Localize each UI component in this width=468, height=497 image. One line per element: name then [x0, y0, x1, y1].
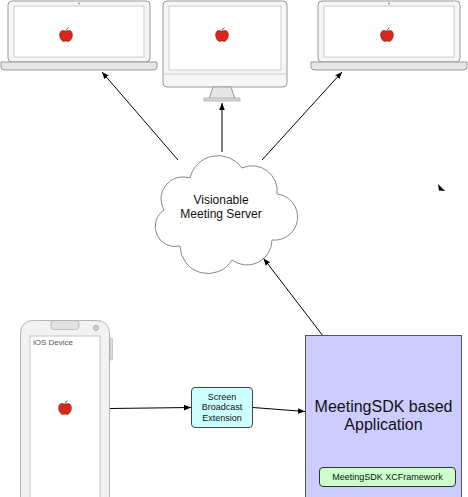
node-label: Visionable Meeting Server: [174, 194, 269, 222]
laptop-illustration: [311, 1, 467, 70]
cloud-shape: [155, 156, 297, 274]
fanout-arrow: [102, 72, 178, 160]
desktop-chin: [163, 74, 287, 75]
phone-button: [110, 338, 113, 360]
desktop-screen: [169, 6, 281, 70]
cursor-mark: [438, 184, 445, 191]
desktop-stand: [209, 87, 235, 99]
apple-body: [216, 30, 229, 41]
apple-stem: [222, 28, 224, 32]
phone-camera: [94, 326, 99, 331]
apple-icon: [60, 28, 73, 42]
desktop-foot: [204, 98, 240, 101]
apple-body: [60, 30, 73, 41]
ios-device: iOS Device: [20, 320, 110, 497]
apple-stem: [66, 28, 68, 32]
apple-stem: [387, 28, 389, 32]
laptop-base: [311, 62, 467, 70]
laptop-camera: [388, 3, 390, 5]
flow-arrow: [253, 408, 305, 412]
phone-body: [21, 321, 110, 497]
fanout-arrow: [222, 103, 223, 152]
node-label: Screen Broadcast Extension: [193, 392, 251, 423]
node-label: MeetingSDK XCFramework: [332, 472, 443, 482]
flow-arrow: [110, 408, 191, 409]
laptop-lid: [8, 1, 150, 62]
desktop-frame: [163, 1, 287, 87]
apple-icon: [381, 28, 394, 42]
apple-icon: [216, 28, 229, 42]
apple-body: [381, 30, 394, 41]
application-box: MeetingSDK based ApplicationMeetingSDK X…: [305, 335, 462, 497]
framework-box: MeetingSDK XCFramework: [319, 467, 456, 487]
laptop-base: [1, 62, 157, 70]
phone-notch: [51, 321, 79, 330]
laptop-screen: [324, 6, 454, 57]
cloud-server: Visionable Meeting Server: [150, 148, 292, 268]
laptop-screen: [14, 6, 144, 57]
fanout-arrow: [262, 72, 342, 160]
laptop-illustration: [1, 1, 157, 70]
node-label: iOS Device: [33, 338, 73, 347]
phone-screen: [30, 336, 100, 497]
laptop-lid: [318, 1, 460, 62]
desktop-illustration: [163, 1, 287, 101]
node-label: MeetingSDK based Application: [309, 398, 459, 435]
flow-arrow: [264, 258, 323, 335]
laptop-camera: [78, 3, 80, 5]
extension-box: Screen Broadcast Extension: [191, 387, 253, 428]
